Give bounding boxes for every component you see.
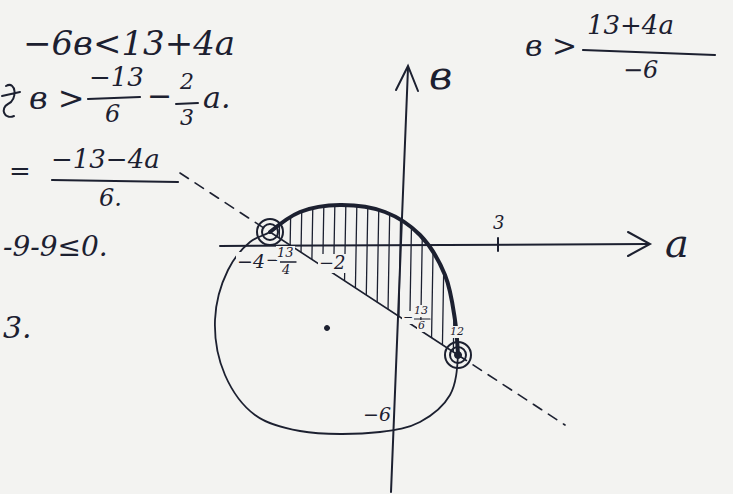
- inequality: -9-9≤0.: [2, 232, 109, 261]
- axis-label: в: [428, 54, 453, 96]
- hatch-line: [299, 195, 302, 370]
- hatch-line: [431, 195, 434, 370]
- inequality-part: в >: [28, 82, 86, 116]
- variable: a.: [202, 82, 231, 114]
- hatch-line: [288, 195, 291, 370]
- tick: [497, 238, 499, 251]
- fraction-bar: [583, 50, 715, 55]
- tick-label: 12: [449, 326, 465, 338]
- numerator: −13: [88, 64, 145, 91]
- fraction-bar: [176, 103, 198, 104]
- tick-label: 3: [492, 214, 505, 233]
- tick-label: −6: [362, 405, 392, 425]
- center-dot: [325, 326, 330, 331]
- point-circle: [262, 224, 278, 240]
- hatching: [277, 195, 456, 370]
- numerator: 13: [276, 246, 295, 260]
- dashed-line: [458, 355, 565, 425]
- solution-arc: [270, 205, 458, 355]
- hatch-line: [387, 195, 390, 370]
- operator: =: [8, 158, 32, 185]
- hatch-line: [420, 195, 423, 370]
- denominator: 6: [104, 102, 121, 127]
- hatch-line: [409, 195, 412, 370]
- denominator: 6.: [98, 186, 123, 211]
- hatch-line: [310, 195, 313, 370]
- numerator: 13+4a: [586, 12, 675, 39]
- inequality: −6в<13+4a: [22, 26, 236, 62]
- hatch-line: [365, 195, 368, 370]
- hatch-line: [376, 195, 379, 370]
- tick-label: −4: [236, 252, 266, 272]
- numerator: 13: [413, 305, 429, 317]
- arrow-head: [396, 66, 418, 91]
- hatch-line: [321, 195, 324, 370]
- dashed-line: [180, 173, 270, 232]
- denominator: −6: [622, 58, 659, 83]
- hatch-line: [343, 195, 346, 370]
- fraction-bar: [88, 97, 140, 99]
- numerator: −13−4a: [50, 146, 161, 173]
- hatch-line: [354, 195, 357, 370]
- chord: [270, 232, 458, 355]
- point-circle: [257, 219, 283, 245]
- operator: −: [146, 80, 173, 112]
- scribble: [2, 85, 20, 117]
- inequality-part: в >: [524, 30, 578, 62]
- point-circle: [450, 347, 466, 363]
- circle: [215, 205, 458, 434]
- hatch-line: [332, 195, 335, 370]
- note: 3.: [2, 312, 33, 344]
- fraction-bar: [52, 180, 178, 182]
- hatch-line: [442, 195, 445, 370]
- axis-label: a: [664, 222, 690, 264]
- point-circle: [445, 342, 471, 368]
- point-dot: [455, 352, 462, 359]
- arrow-head: [628, 232, 650, 256]
- denominator: 3: [179, 106, 195, 129]
- tick-label: −2: [318, 254, 347, 273]
- denominator: 4: [281, 263, 291, 277]
- denominator: 6: [417, 320, 426, 332]
- numerator: 2: [179, 70, 195, 93]
